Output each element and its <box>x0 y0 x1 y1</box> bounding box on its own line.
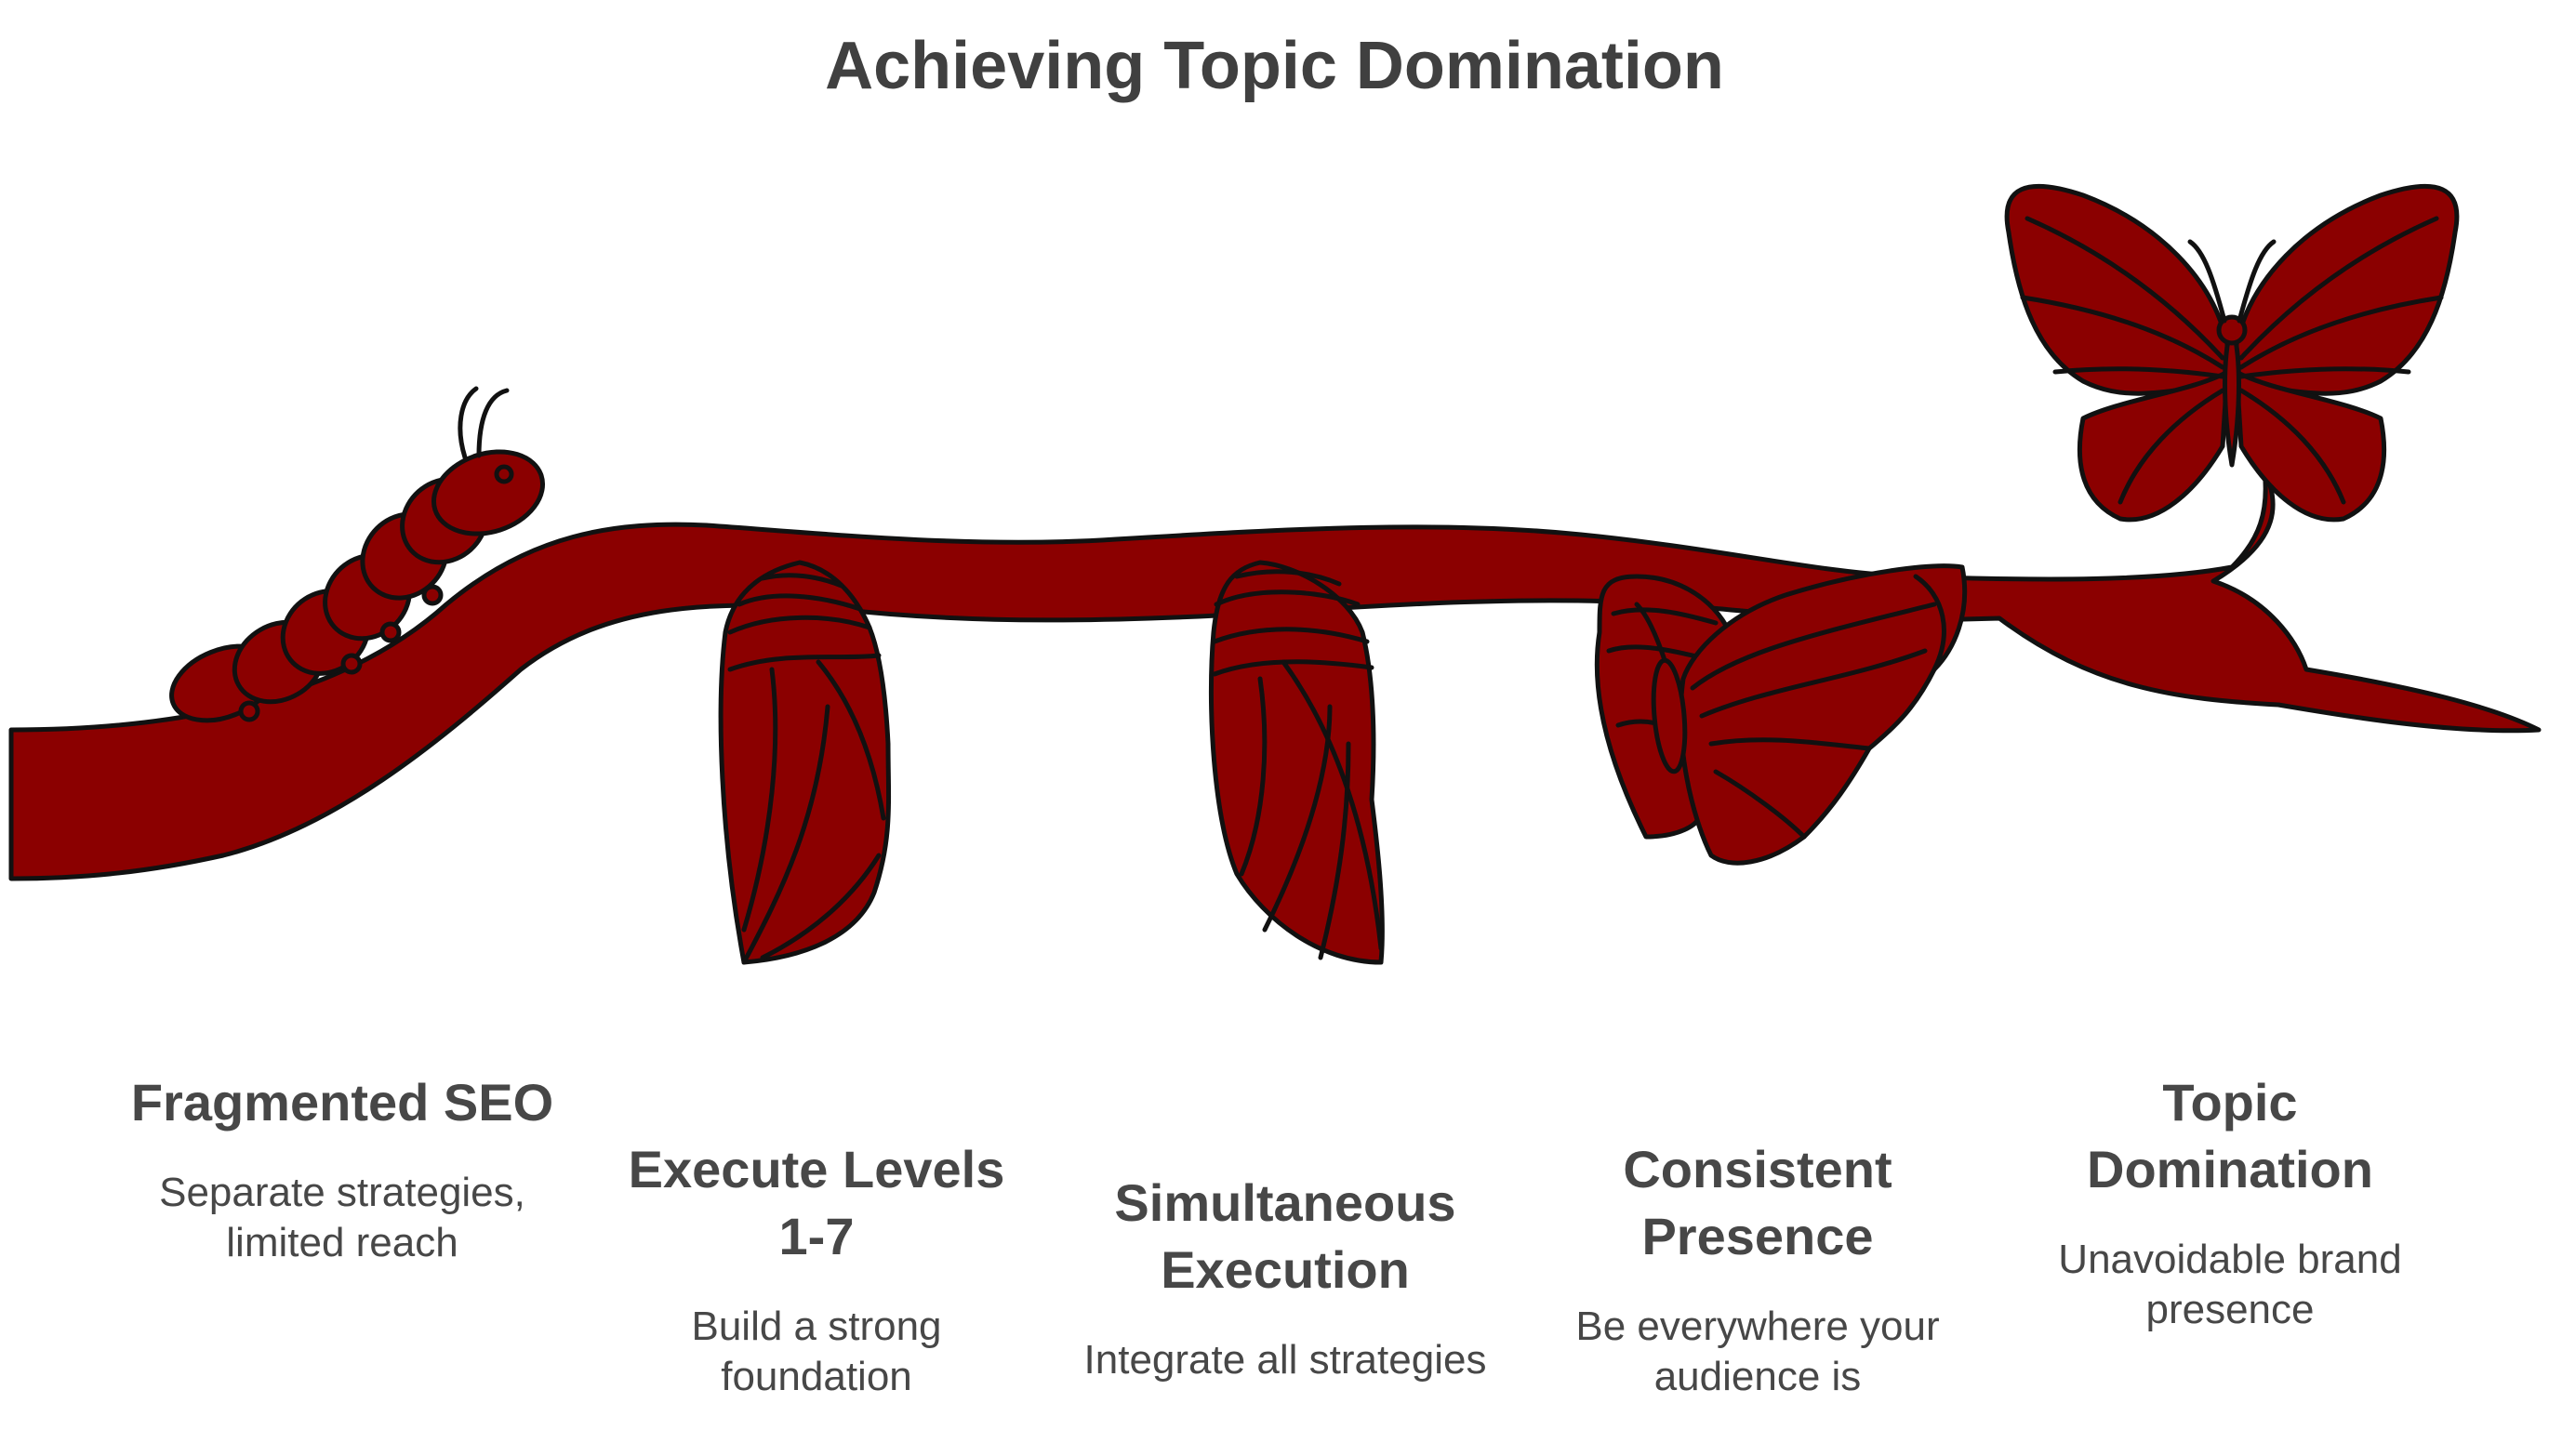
stage-topic-domination: Topic Domination Unavoidable brand prese… <box>2016 1069 2444 1335</box>
stage-heading: Fragmented SEO <box>130 1073 554 1132</box>
stage-heading: Simultaneous Execution <box>1114 1173 1456 1299</box>
chrysalis-icon <box>718 560 892 965</box>
stage-simultaneous-execution: Simultaneous Execution Integrate all str… <box>1071 1170 1499 1385</box>
stage-heading: Consistent Presence <box>1623 1140 1892 1265</box>
stage-heading: Topic Domination <box>2087 1073 2373 1198</box>
stage-description: Unavoidable brand presence <box>2058 1237 2402 1332</box>
stage-description: Build a strong foundation <box>691 1304 942 1399</box>
stage-consistent-presence: Consistent Presence Be everywhere your a… <box>1544 1136 1971 1402</box>
stage-description: Integrate all strategies <box>1083 1337 1487 1383</box>
stage-fragmented-seo: Fragmented SEO Separate strategies, limi… <box>128 1069 556 1268</box>
stage-description: Be everywhere your audience is <box>1575 1304 1940 1399</box>
caterpillar-icon <box>169 386 546 723</box>
stage-heading: Execute Levels 1-7 <box>628 1140 1005 1265</box>
chrysalis-icon <box>1208 560 1385 965</box>
diagram-title: Achieving Topic Domination <box>825 29 1724 103</box>
emerging-butterfly-icon <box>1594 563 1968 866</box>
butterfly-icon <box>2004 183 2460 523</box>
stage-description: Separate strategies, limited reach <box>159 1170 525 1265</box>
stage-execute-levels: Execute Levels 1-7 Build a strong founda… <box>603 1136 1030 1402</box>
